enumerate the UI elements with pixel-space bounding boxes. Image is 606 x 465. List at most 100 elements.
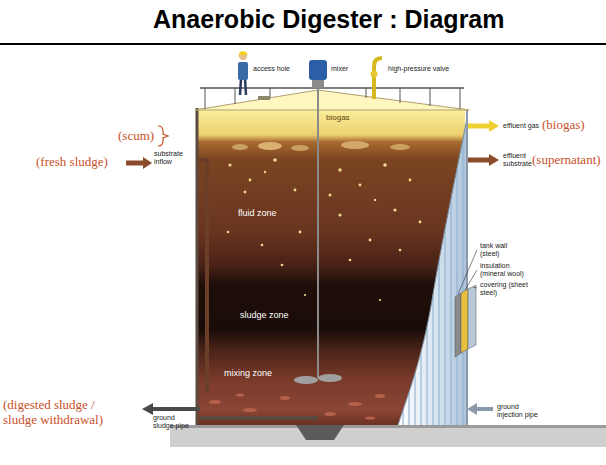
ground-slab bbox=[170, 425, 606, 447]
roof bbox=[195, 88, 469, 110]
sludge-pipe bbox=[200, 416, 318, 420]
zone-band: fluid zone bbox=[236, 207, 279, 220]
zone-label: sludge zone bbox=[240, 310, 289, 321]
gas-bubbles bbox=[294, 189, 297, 192]
wall-layers-icon bbox=[455, 250, 477, 357]
sediment bbox=[348, 402, 362, 406]
injection-pipe bbox=[467, 403, 477, 415]
wall-layers-icon bbox=[461, 289, 468, 353]
injection-pipe bbox=[467, 403, 493, 415]
tank-cutaway bbox=[398, 118, 468, 425]
gas-bubbles bbox=[227, 158, 422, 301]
pressure-valve bbox=[371, 71, 378, 78]
tank-walls bbox=[197, 108, 467, 425]
gas-bubbles bbox=[244, 191, 247, 194]
gas-bubbles bbox=[273, 158, 277, 162]
diagram-title: Anaerobic Digester : Diagram bbox=[153, 6, 505, 34]
annotation: (fresh sludge) bbox=[36, 155, 108, 170]
sediment bbox=[365, 417, 375, 420]
roof bbox=[205, 88, 206, 109]
wall-layers-icon bbox=[455, 293, 461, 357]
annotation: (digested sludge / sludge withdrawal) bbox=[3, 398, 125, 428]
tank-body bbox=[341, 141, 369, 149]
gas-outlet-arrow bbox=[468, 120, 499, 132]
gas-bubbles bbox=[281, 264, 284, 267]
title-rule bbox=[0, 43, 606, 45]
part-label: ground injection pipe bbox=[497, 403, 543, 420]
worker-figure bbox=[238, 51, 248, 95]
zone-band: sludge zone bbox=[238, 309, 291, 322]
tank-body bbox=[232, 144, 248, 150]
part-label: tank wall (steel) bbox=[480, 242, 522, 259]
roof bbox=[195, 90, 469, 110]
annotation: (biogas) bbox=[542, 118, 585, 133]
mixer-motor bbox=[312, 80, 324, 88]
part-label: effluent substrate bbox=[503, 152, 537, 169]
roof bbox=[430, 88, 431, 106]
supernatant-outlet-arrow bbox=[489, 154, 499, 166]
worker-figure bbox=[239, 52, 247, 60]
tank-body bbox=[258, 142, 282, 150]
mixer-motor bbox=[309, 60, 327, 80]
gas-bubbles bbox=[264, 171, 266, 173]
part-label: effluent gas bbox=[503, 122, 539, 130]
tank-walls bbox=[196, 108, 199, 425]
gas-bubbles bbox=[359, 184, 362, 187]
pressure-valve bbox=[374, 58, 382, 99]
wall-layers-icon bbox=[468, 285, 476, 349]
part-label: insulation (mineral wool) bbox=[480, 262, 534, 279]
ground-slab bbox=[170, 425, 606, 447]
worker-figure bbox=[245, 79, 246, 95]
gas-bubbles bbox=[329, 194, 332, 197]
gas-bubbles bbox=[379, 299, 381, 301]
tank-body bbox=[291, 145, 309, 151]
part-label: mixer bbox=[331, 65, 348, 73]
supernatant-outlet-arrow bbox=[468, 154, 499, 166]
gas-bubbles bbox=[393, 208, 396, 211]
sediment bbox=[280, 396, 290, 400]
supernatant-outlet-arrow bbox=[468, 158, 490, 163]
zone-label: biogas bbox=[326, 113, 350, 123]
sediment bbox=[236, 394, 244, 397]
gas-bubbles bbox=[261, 244, 264, 247]
tank-cutaway bbox=[398, 118, 467, 425]
roof bbox=[366, 88, 367, 98]
tank-cutaway bbox=[398, 118, 468, 425]
mixer-motor bbox=[294, 376, 318, 384]
roof bbox=[258, 96, 270, 100]
gas-bubbles bbox=[369, 239, 372, 242]
sludge-pipe bbox=[142, 403, 153, 415]
sediment bbox=[324, 412, 336, 416]
gas-bubbles bbox=[349, 259, 352, 262]
wall-layers-icon bbox=[473, 287, 477, 288]
mixer-motor bbox=[317, 88, 319, 378]
inflow-pipe bbox=[197, 160, 207, 392]
gas-bubbles bbox=[399, 249, 402, 252]
roof bbox=[400, 88, 401, 103]
gas-bubbles bbox=[409, 179, 412, 182]
gas-bubbles bbox=[227, 231, 230, 234]
title-rule bbox=[0, 44, 606, 45]
wall-layers-icon bbox=[458, 250, 477, 294]
inflow-pipe bbox=[126, 157, 207, 392]
wall-layers-icon bbox=[465, 270, 477, 290]
part-label: access hole bbox=[253, 65, 290, 73]
zone-band: mixing zone bbox=[222, 367, 274, 380]
sediment bbox=[209, 394, 385, 420]
roof bbox=[235, 88, 236, 104]
sludge-pipe bbox=[152, 407, 200, 411]
zone-band: biogas bbox=[324, 112, 352, 124]
tank-body bbox=[390, 144, 410, 150]
gas-bubbles bbox=[299, 231, 302, 234]
part-label: high-pressure valve bbox=[388, 65, 449, 73]
scum-bracket bbox=[158, 126, 168, 146]
zone-label: mixing zone bbox=[224, 368, 272, 379]
gas-bubbles bbox=[249, 179, 252, 182]
sediment bbox=[209, 400, 221, 404]
mixer-motor bbox=[294, 60, 342, 384]
ground-slab bbox=[296, 425, 344, 440]
annotation: (scum) bbox=[118, 129, 154, 144]
worker-figure bbox=[239, 51, 248, 55]
